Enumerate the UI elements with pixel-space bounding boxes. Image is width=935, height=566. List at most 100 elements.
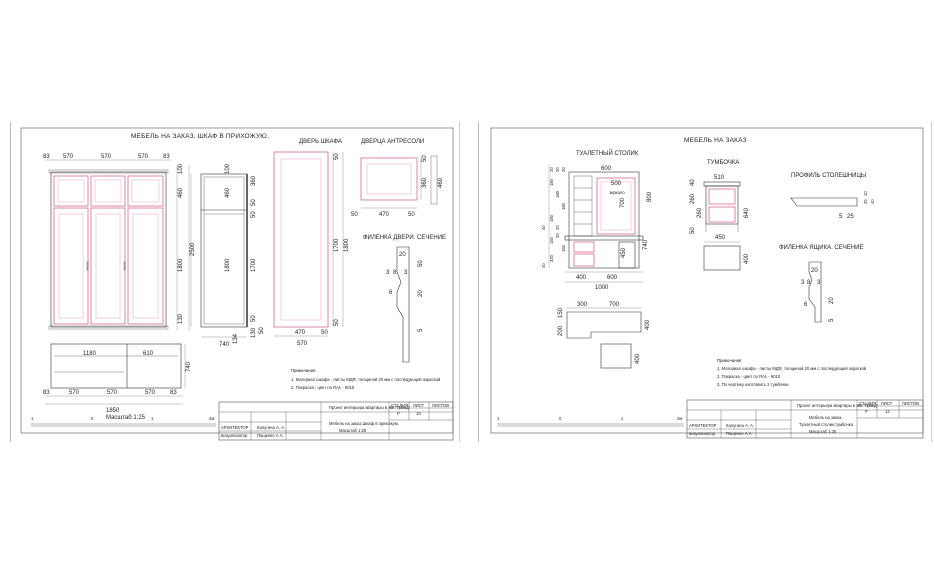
door-title: ДВЕРЬ ШКАФА bbox=[299, 139, 342, 145]
svg-text:12: 12 bbox=[885, 409, 890, 414]
svg-text:2. Покраска - цвет по RAL - 90: 2. Покраска - цвет по RAL - 9010 bbox=[291, 385, 355, 390]
svg-text:5: 5 bbox=[418, 328, 424, 332]
svg-text:600: 600 bbox=[601, 166, 612, 172]
svg-text:460: 460 bbox=[438, 177, 444, 188]
wardrobe-plan-view: 1180 610 740 83 570 570 570 83 1850 bbox=[43, 343, 192, 414]
svg-text:150: 150 bbox=[561, 244, 566, 252]
svg-text:Туалетный столик,тумбочка: Туалетный столик,тумбочка bbox=[799, 422, 854, 427]
svg-text:Проект интерьера квартиры в ЖК: Проект интерьера квартиры в ЖК "Гранд" bbox=[797, 403, 879, 408]
svg-text:Калугина А. А.: Калугина А. А. bbox=[257, 425, 285, 430]
svg-text:3: 3 bbox=[404, 270, 408, 276]
panel-section-title: ФИЛЕНКА ДВЕРИ. СЕЧЕНИЕ bbox=[363, 235, 446, 241]
svg-text:800: 800 bbox=[647, 191, 653, 202]
svg-text:1180: 1180 bbox=[83, 351, 97, 357]
svg-text:0: 0 bbox=[91, 416, 94, 421]
drawer-panel-title: ФИЛЕНКА ЯЩИКА. СЕЧЕНИЕ bbox=[779, 245, 863, 251]
svg-text:50: 50 bbox=[690, 227, 696, 234]
svg-text:20: 20 bbox=[549, 167, 554, 172]
svg-text:1000: 1000 bbox=[595, 285, 609, 291]
wardrobe-drawing: МЕБЕЛЬ НА ЗАКАЗ. ШКАФ В ПРИХОЖУЮ. 83 570… bbox=[20, 127, 454, 441]
svg-text:АРХИТЕКТОР: АРХИТЕКТОР bbox=[221, 425, 249, 430]
svg-text:10: 10 bbox=[863, 191, 868, 196]
svg-text:1: 1 bbox=[497, 416, 500, 421]
nightstand-title: ТУМБОЧКА bbox=[707, 160, 739, 166]
title-block: Проект интерьера квартиры в ЖК "Гранд" С… bbox=[686, 399, 924, 439]
svg-text:25: 25 bbox=[847, 214, 854, 220]
svg-text:83: 83 bbox=[170, 390, 177, 396]
vanity-title: ТУАЛЕТНЫЙ СТОЛИК bbox=[576, 149, 639, 157]
svg-text:50: 50 bbox=[418, 260, 424, 267]
sheet-frame bbox=[490, 127, 924, 434]
svg-text:134: 134 bbox=[233, 333, 239, 344]
svg-text:ЛИСТ: ЛИСТ bbox=[413, 403, 425, 408]
svg-text:50: 50 bbox=[251, 211, 257, 218]
mezzanine-door-detail: 50 470 50 360 460 50 bbox=[351, 155, 444, 218]
svg-text:Проект интерьера квартиры в ЖК: Проект интерьера квартиры в ЖК "Гранд" bbox=[329, 405, 411, 410]
svg-text:50: 50 bbox=[334, 153, 340, 160]
vanity-plan-view: 300 700 200 150 400 400 bbox=[558, 302, 651, 369]
svg-text:570: 570 bbox=[101, 154, 112, 160]
svg-text:1800: 1800 bbox=[178, 258, 184, 272]
mezzanine-door-title: ДВЕРЦА АНТРЕСОЛИ bbox=[361, 139, 424, 145]
svg-text:20: 20 bbox=[555, 233, 560, 238]
svg-text:260: 260 bbox=[690, 193, 696, 204]
svg-text:570: 570 bbox=[138, 154, 149, 160]
drawer-panel-profile: 20 3 8 3 6 20 5 bbox=[801, 261, 835, 323]
svg-text:20: 20 bbox=[829, 297, 835, 304]
svg-text:5: 5 bbox=[839, 214, 843, 220]
sheet-frame bbox=[20, 127, 454, 434]
svg-text:6: 6 bbox=[804, 302, 808, 308]
svg-text:450: 450 bbox=[621, 247, 627, 258]
svg-text:8: 8 bbox=[807, 280, 811, 286]
svg-text:400: 400 bbox=[635, 353, 641, 364]
svg-text:100: 100 bbox=[178, 163, 184, 174]
svg-text:Пащенко А.А.: Пащенко А.А. bbox=[726, 431, 753, 436]
svg-text:1700: 1700 bbox=[251, 258, 257, 272]
svg-text:Р: Р bbox=[865, 409, 868, 414]
svg-text:2м: 2м bbox=[209, 416, 214, 421]
svg-text:260: 260 bbox=[697, 207, 703, 218]
svg-text:3: 3 bbox=[386, 270, 390, 276]
svg-text:Масштаб 1:25: Масштаб 1:25 bbox=[809, 429, 837, 434]
svg-text:визуализатор: визуализатор bbox=[689, 431, 716, 436]
svg-text:460: 460 bbox=[178, 187, 184, 198]
svg-text:200: 200 bbox=[558, 325, 564, 336]
scale-label: Масштаб 1:25 bbox=[106, 415, 146, 421]
svg-text:3: 3 bbox=[817, 280, 821, 286]
svg-text:20: 20 bbox=[555, 167, 560, 172]
svg-text:1: 1 bbox=[151, 416, 154, 421]
svg-text:1800: 1800 bbox=[225, 258, 231, 272]
svg-text:180: 180 bbox=[549, 214, 554, 222]
svg-text:5: 5 bbox=[829, 318, 835, 322]
svg-text:ЛИСТОВ: ЛИСТОВ bbox=[902, 401, 919, 406]
svg-text:20: 20 bbox=[811, 268, 818, 274]
svg-text:Масштаб 1:25: Масштаб 1:25 bbox=[339, 428, 367, 433]
notes-block: Примечания: 1. Материал шкафа - листы МД… bbox=[291, 368, 441, 390]
svg-text:610: 610 bbox=[143, 351, 154, 357]
svg-text:100: 100 bbox=[225, 163, 231, 174]
svg-text:50: 50 bbox=[251, 199, 257, 206]
svg-text:2. Покраска - цвет по RAL - 90: 2. Покраска - цвет по RAL - 9010 bbox=[717, 374, 781, 379]
svg-text:40: 40 bbox=[870, 199, 875, 204]
svg-text:640: 640 bbox=[744, 207, 750, 218]
svg-text:Мебель на заказ.: Мебель на заказ. bbox=[809, 415, 843, 420]
svg-text:50: 50 bbox=[408, 212, 415, 218]
svg-text:570: 570 bbox=[145, 390, 156, 396]
svg-text:470: 470 bbox=[295, 330, 306, 336]
svg-text:1800: 1800 bbox=[344, 238, 350, 252]
svg-text:320: 320 bbox=[549, 254, 554, 262]
svg-text:700: 700 bbox=[609, 302, 620, 308]
svg-text:50: 50 bbox=[422, 155, 428, 162]
svg-text:10: 10 bbox=[416, 411, 421, 416]
svg-text:50: 50 bbox=[321, 330, 328, 336]
svg-text:1700: 1700 bbox=[334, 238, 340, 252]
wardrobe-section: 740 100 460 50 360 50 1800 1700 50 50 13… bbox=[190, 163, 265, 348]
svg-text:570: 570 bbox=[107, 390, 118, 396]
svg-text:450: 450 bbox=[715, 235, 726, 241]
svg-text:570: 570 bbox=[63, 154, 74, 160]
svg-text:АРХИТЕКТОР: АРХИТЕКТОР bbox=[689, 423, 717, 428]
vanity-elevation: 600 500 зеркало 700 800 740 450 400 600 … bbox=[541, 164, 653, 291]
svg-text:визуализатор: визуализатор bbox=[221, 433, 248, 438]
svg-text:Примечания:: Примечания: bbox=[291, 368, 316, 373]
svg-text:0: 0 bbox=[559, 416, 562, 421]
